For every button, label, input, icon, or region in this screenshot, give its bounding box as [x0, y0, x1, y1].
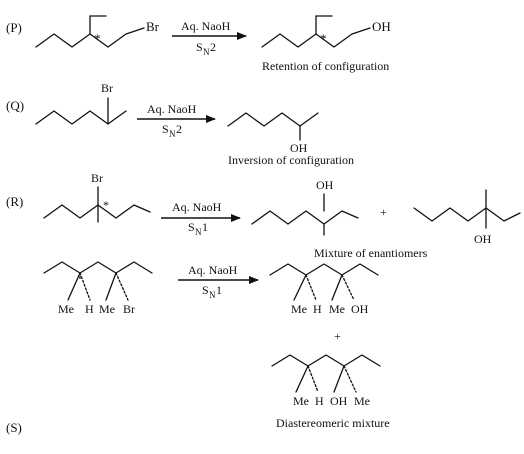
reaction-s-label: (S) — [6, 420, 22, 435]
reaction-r-reactant-chain — [43, 204, 151, 219]
reaction-s-product2-oh: OH — [330, 394, 348, 408]
reaction-s-reactant-h: H — [85, 302, 94, 316]
reaction-s-product1-me1-bond — [293, 274, 307, 301]
reaction-q-note: Inversion of configuration — [228, 153, 354, 167]
reaction-s-reactant-me2-bond — [105, 272, 117, 301]
reaction-s-plus: + — [334, 329, 341, 343]
reaction-p-label: (P) — [6, 20, 22, 35]
reaction-q-mech-n: N — [169, 129, 176, 139]
reaction-r-reagent: Aq. NaoH — [172, 200, 222, 214]
reaction-s-product1-me2: Me — [329, 302, 345, 316]
reaction-q: (Q) Br Aq. NaoH S N 2 OH Inversion of co… — [6, 81, 354, 167]
reaction-q-reagent: Aq. NaoH — [147, 102, 197, 116]
reaction-q-reactant-br: Br — [101, 81, 113, 95]
reaction-r-product2-chain — [413, 207, 521, 222]
reaction-s-reactant-me2: Me — [99, 302, 115, 316]
reaction-q-mech-order: 2 — [176, 122, 182, 136]
reaction-s-product1-oh-bond — [341, 274, 355, 301]
reaction-s-mech-n: N — [209, 290, 216, 300]
reaction-p-mech-order: 2 — [210, 40, 216, 54]
reaction-p-mech-n: N — [203, 47, 210, 57]
reaction-r-mech-n: N — [195, 227, 202, 237]
reaction-r-reactant-star: * — [103, 198, 109, 212]
reaction-s-product1-h-bond — [305, 274, 317, 301]
reaction-r-label: (R) — [6, 194, 23, 209]
reaction-r-mech-s: S — [188, 220, 195, 234]
reaction-s-product2-me2: Me — [354, 394, 370, 408]
reaction-r-reactant-br: Br — [91, 171, 103, 185]
reaction-p-mech-s: S — [196, 40, 203, 54]
reaction-q-product-oh: OH — [290, 141, 308, 155]
reaction-s-product1-oh: OH — [351, 302, 369, 316]
reaction-s-note: Diastereomeric mixture — [276, 416, 390, 430]
reaction-p-note: Retention of configuration — [262, 59, 389, 73]
reaction-r-note: Mixture of enantiomers — [314, 246, 428, 260]
reaction-s-product2-h: H — [315, 394, 324, 408]
reaction-p-product-star: * — [320, 31, 327, 46]
reaction-q-product-chain — [227, 112, 319, 127]
reaction-s-product1-me1: Me — [291, 302, 307, 316]
reaction-p: (P) * Br Aq. NaoH S N 2 * OH Retention o… — [6, 15, 391, 73]
reaction-s-reactant-h-bond — [79, 272, 91, 301]
reaction-s-reactant-br: Br — [123, 302, 135, 316]
reaction-s-product2-chain — [271, 354, 381, 367]
reaction-p-reactant-star: * — [94, 31, 101, 46]
reaction-q-reactant-chain — [35, 110, 127, 125]
reaction-r-product1-chain — [251, 210, 359, 225]
reaction-s-product1-me2-bond — [331, 274, 343, 301]
reaction-s-reagent: Aq. NaoH — [188, 263, 238, 277]
reaction-q-label: (Q) — [6, 98, 24, 113]
reaction-r-mech-order: 1 — [202, 220, 208, 234]
reaction-s: Me H Me Br Aq. NaoH S N 1 Me H Me OH + M… — [6, 261, 390, 435]
reaction-r-product2-oh: OH — [474, 232, 492, 246]
reaction-s-product1-chain — [269, 263, 379, 276]
reaction-s-reactant-chain — [43, 261, 153, 274]
reaction-s-product1-h: H — [313, 302, 322, 316]
reaction-r: (R) Br * Aq. NaoH S N 1 OH + OH Mixture … — [6, 171, 521, 260]
reaction-s-reactant-br-bond — [115, 272, 129, 301]
reaction-s-reactant-me1: Me — [58, 302, 74, 316]
reaction-s-product2-me1-bond — [295, 365, 309, 393]
reaction-r-plus: + — [380, 205, 387, 219]
reaction-s-product2-h-bond — [307, 365, 319, 393]
reaction-s-reactant-me1-bond — [67, 272, 81, 301]
reaction-q-mech-s: S — [162, 122, 169, 136]
reaction-s-mech-order: 1 — [216, 283, 222, 297]
reaction-p-reactant-br: Br — [146, 19, 160, 34]
reaction-s-mech-s: S — [202, 283, 209, 297]
reaction-r-product1-oh: OH — [316, 178, 334, 192]
reaction-s-product2-oh-bond — [333, 365, 345, 393]
reaction-p-product-oh: OH — [372, 19, 391, 34]
reaction-p-reagent: Aq. NaoH — [181, 19, 231, 33]
reaction-s-product2-me2-bond — [343, 365, 357, 393]
reaction-s-product2-me1: Me — [293, 394, 309, 408]
